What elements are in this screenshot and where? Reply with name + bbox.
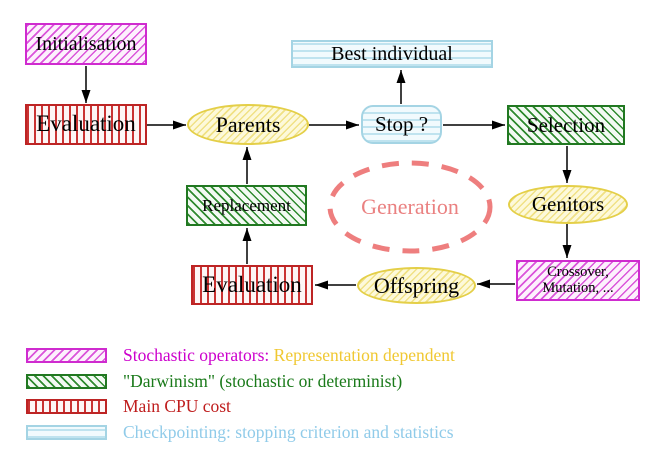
node-parents-label: Parents — [215, 111, 281, 137]
node-evaluation-bottom: Evaluation — [191, 265, 313, 305]
node-selection: Selection — [507, 105, 625, 145]
legend-swatch-cyan-stripes — [26, 424, 107, 440]
legend-swatch-red-stripes — [26, 398, 107, 414]
node-genitors: Genitors — [508, 185, 628, 224]
legend-label-stochastic: Stochastic operators: — [123, 344, 270, 365]
legend-row-checkpointing: Checkpointing: stopping criterion and st… — [0, 421, 662, 443]
node-mutation-label: Mutation, ... — [542, 279, 614, 296]
node-stop-label: Stop ? — [374, 112, 429, 137]
generation-label: Generation — [361, 194, 459, 219]
node-genitors-label: Genitors — [531, 192, 605, 217]
node-initialisation: Initialisation — [25, 23, 147, 65]
node-evaluation-top: Evaluation — [25, 104, 147, 145]
node-evaluation-bottom-label: Evaluation — [202, 271, 302, 297]
legend-label-checkpointing: Checkpointing: stopping criterion and st… — [123, 421, 454, 442]
node-offspring: Offspring — [357, 267, 476, 304]
legend-label-darwinism: "Darwinism" (stochastic or determinist) — [123, 370, 403, 391]
node-replacement: Replacement — [186, 185, 307, 226]
node-replacement-label: Replacement — [202, 195, 291, 215]
legend-row-stochastic: Stochastic operators: Representation dep… — [0, 344, 662, 366]
node-initialisation-label: Initialisation — [35, 32, 137, 55]
legend-row-cpu: Main CPU cost — [0, 395, 662, 417]
node-best-individual: Best individual — [291, 40, 493, 68]
legend-swatch-green-hatch — [26, 373, 107, 389]
node-stop: Stop ? — [361, 105, 442, 144]
legend-label-cpu: Main CPU cost — [123, 395, 231, 416]
node-crossover-mutation: Crossover, Mutation, ... — [516, 260, 640, 301]
node-selection-label: Selection — [526, 112, 606, 137]
node-crossover-label: Crossover, — [547, 264, 609, 281]
generation-loop-ellipse — [327, 160, 493, 254]
node-best-individual-label: Best individual — [331, 42, 453, 65]
legend-label-representation: Representation dependent — [273, 344, 455, 365]
legend-swatch-magenta-hatch — [26, 347, 107, 363]
legend-row-darwinism: "Darwinism" (stochastic or determinist) — [0, 370, 662, 392]
node-evaluation-top-label: Evaluation — [36, 111, 136, 137]
node-parents: Parents — [187, 104, 309, 145]
node-offspring-label: Offspring — [373, 272, 460, 298]
